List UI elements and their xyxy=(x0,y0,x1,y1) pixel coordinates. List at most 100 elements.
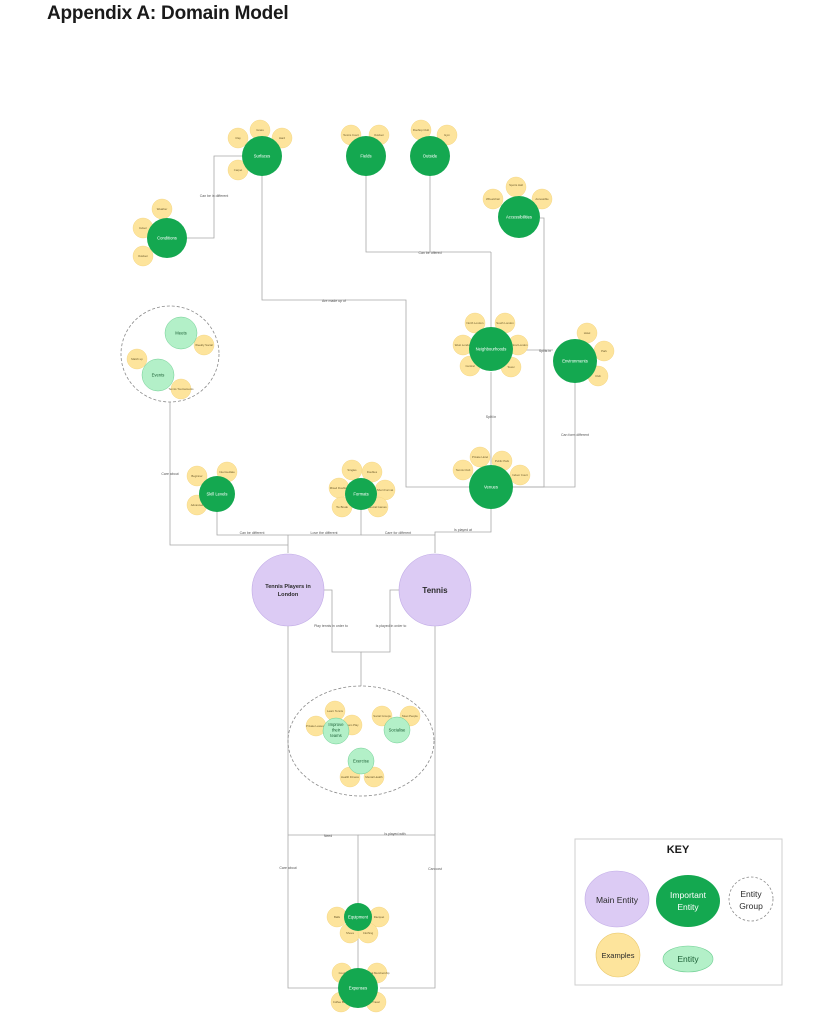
relation-label: Are made up of xyxy=(322,299,346,303)
entities xyxy=(141,316,411,775)
important-entity-skill-levels xyxy=(199,476,235,512)
entity-label: Meets xyxy=(175,331,186,336)
key-examples-swatch xyxy=(595,932,641,978)
main-entity-tennis-players-in-london xyxy=(251,553,325,627)
edge-surfaces-conditions xyxy=(180,155,242,239)
legend-key: KEY Main Entity Important Entity Entity … xyxy=(574,838,783,986)
example-label: Outdoor xyxy=(374,133,384,137)
example-label: Wheelchair xyxy=(486,197,500,201)
example-label: Weather xyxy=(157,207,168,211)
example-label: Travel xyxy=(372,1000,380,1004)
main-entity-label: Tennis Players in xyxy=(265,584,311,590)
main-entity-label: London xyxy=(278,592,299,598)
example-label: Private Lessons xyxy=(306,724,327,728)
example-bubble xyxy=(371,705,393,727)
relation-label: Care for different xyxy=(385,531,411,535)
example-label: Annual Membership xyxy=(365,971,390,975)
relation-label: Is played at xyxy=(454,528,472,532)
edge-env-venues xyxy=(513,383,576,488)
main-entities xyxy=(251,553,472,627)
important-entities xyxy=(147,136,597,1008)
example-label: Central London xyxy=(508,343,528,347)
example-label: Tennis Court xyxy=(343,133,359,137)
example-label: Doubles xyxy=(367,470,378,474)
example-label: South London xyxy=(496,321,514,325)
example-label: Beginner xyxy=(191,474,202,478)
example-bubble xyxy=(363,766,385,788)
relation-label: Can cost xyxy=(428,867,442,871)
entity-label: Environments xyxy=(562,359,588,364)
key-important-entity-label: Important xyxy=(670,890,707,900)
entity-label: Skill Levels xyxy=(207,492,228,497)
edge-need xyxy=(288,834,359,905)
example-label: Park xyxy=(601,349,607,353)
example-label: Social Games xyxy=(369,505,387,509)
edge-events-tpl xyxy=(169,402,288,546)
entity-label: Expenses xyxy=(349,986,367,991)
entity-label: Fields xyxy=(360,154,371,159)
example-bubble xyxy=(186,465,208,487)
example-label: Tennis Club xyxy=(456,468,471,472)
example-label: Coffee Break xyxy=(333,1000,350,1004)
example-bubble xyxy=(361,461,383,483)
entity-events xyxy=(141,358,175,392)
relation-label: Can be offered xyxy=(418,251,441,255)
relation-label: Can be different xyxy=(240,531,265,535)
entity-group-motivations xyxy=(287,685,435,797)
entity-label: teams xyxy=(330,733,341,738)
example-bubble xyxy=(469,446,491,468)
example-label: Health Fitness xyxy=(341,775,359,779)
relation-label: Care about xyxy=(161,472,178,476)
example-bubble xyxy=(193,334,215,356)
key-important-entity-label: Entity xyxy=(677,902,699,912)
entity-meets xyxy=(164,316,198,350)
entity-label: their xyxy=(332,728,341,733)
example-label: Mixed Doubles xyxy=(330,486,349,490)
key-entity-group-label: Entity xyxy=(740,889,762,899)
important-entity-neighbourhoods xyxy=(469,327,513,371)
key-examples-label: Examples xyxy=(602,951,635,960)
entity-label: Venues xyxy=(484,485,498,490)
example-label: Private Hotel xyxy=(472,455,488,459)
entity-socialise xyxy=(383,716,411,744)
entity-exercise xyxy=(347,747,375,775)
relation-label: Is played in order to xyxy=(376,624,407,628)
example-label: Weekly Social xyxy=(195,343,213,347)
important-entity-environments xyxy=(553,339,597,383)
example-label: Racquet xyxy=(374,915,385,919)
entity-label: Exercise xyxy=(353,759,370,764)
important-entity-fields xyxy=(346,136,386,176)
example-bubble xyxy=(452,459,474,481)
example-label: Match up xyxy=(131,357,143,361)
example-label: Social Groups xyxy=(373,714,391,718)
example-labels: Clay Grass Hard Carpet Tennis Court Outd… xyxy=(131,128,607,1004)
key-entity-label: Entity xyxy=(677,954,699,964)
example-bubble xyxy=(531,188,553,210)
relation-label: Play tennis in order to xyxy=(314,624,348,628)
key-title: KEY xyxy=(667,844,690,856)
relation-label: Split in xyxy=(486,415,497,419)
edge-surfaces-venues xyxy=(261,172,471,488)
example-bubble xyxy=(126,348,148,370)
key-important-entity-swatch xyxy=(656,875,720,927)
relation-label: Is played with xyxy=(384,832,405,836)
example-bubble xyxy=(482,188,504,210)
example-label: Indoor xyxy=(139,226,147,230)
example-label: Balls xyxy=(334,915,341,919)
example-bubble xyxy=(464,312,486,334)
relation-label: Splits in xyxy=(539,349,551,353)
example-label: Club xyxy=(595,374,601,378)
relation-labels: Can be in different Can be offered Are m… xyxy=(161,194,589,871)
key-entity-group-swatch xyxy=(728,876,774,922)
example-label: Clay xyxy=(235,136,241,140)
edge-fields xyxy=(365,172,491,253)
main-entity-labels: Tennis Players in London Tennis xyxy=(265,584,448,598)
example-label: Hotel xyxy=(584,331,591,335)
important-entity-formats xyxy=(345,478,377,510)
entity-label: Formats xyxy=(353,492,368,497)
example-label: Tennis Tournaments xyxy=(169,387,195,391)
page-title: Appendix A: Domain Model xyxy=(47,3,289,24)
example-label: Mental Health xyxy=(365,775,383,779)
example-bubble xyxy=(227,127,249,149)
entity-label: Equipment xyxy=(348,915,369,920)
